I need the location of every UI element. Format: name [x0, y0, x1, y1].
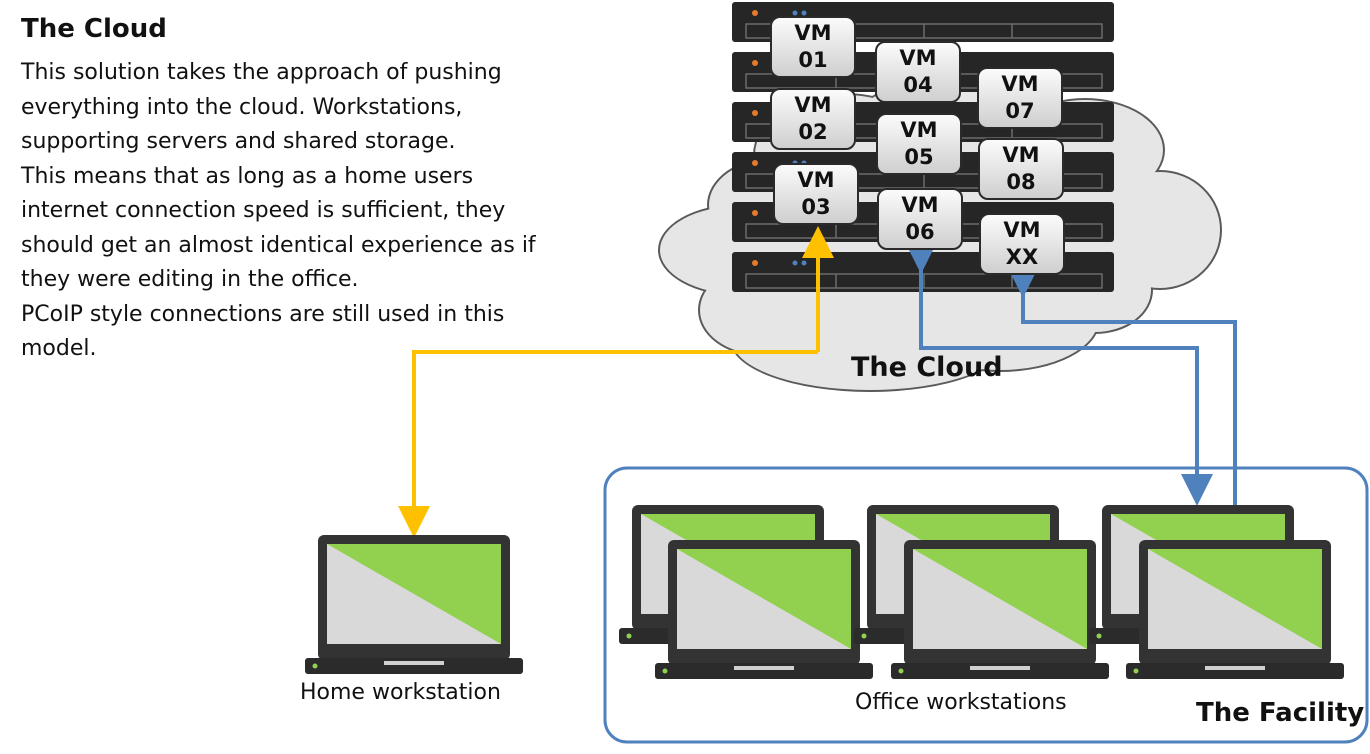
vm-label: VM: [1003, 218, 1041, 242]
description-text: This solution takes the approach of push…: [21, 56, 581, 367]
laptop-trackpad: [1205, 666, 1265, 670]
server-led: [752, 60, 758, 66]
server-led: [752, 110, 758, 116]
server-led: [801, 10, 807, 16]
laptop-base: [655, 663, 873, 679]
server-led: [752, 260, 758, 266]
laptop-base: [1126, 663, 1344, 679]
diagram-title: The Cloud: [21, 14, 167, 44]
vm-box: VM 02: [770, 88, 856, 150]
vm-box: VM 06: [877, 188, 963, 250]
description-line: everything into the cloud. Workstations,: [21, 94, 463, 120]
vm-box: VM 05: [876, 113, 962, 175]
server-led: [792, 260, 798, 266]
office-laptop: [1126, 540, 1344, 679]
description-line: This means that as long as a home users: [21, 163, 474, 189]
vm-label: VM: [900, 118, 938, 142]
vm-number: 05: [904, 145, 934, 169]
description-line: internet connection speed is sufficient,…: [21, 198, 506, 223]
description-line: PCoIP style connections are still used i…: [21, 301, 505, 327]
laptop-screen-green: [327, 544, 501, 644]
vm-label: VM: [794, 93, 832, 117]
server-led: [792, 10, 798, 16]
server-led: [752, 160, 758, 166]
vm-number: 08: [1006, 170, 1036, 194]
vm-label: VM: [794, 21, 832, 45]
office-connection-line: [1007, 266, 1251, 544]
description-line: model.: [21, 336, 97, 361]
office-laptop: [891, 540, 1109, 679]
laptop-power-led: [1133, 668, 1139, 674]
vm-number: 06: [905, 220, 935, 244]
description-line: should get an almost identical experienc…: [21, 232, 536, 258]
description-line: This solution takes the approach of push…: [21, 60, 502, 85]
vm-box: VM 01: [770, 16, 856, 78]
server-led: [801, 260, 807, 266]
laptop-screen-green: [913, 549, 1087, 649]
laptop-power-led: [1096, 633, 1102, 639]
laptop-screen-green: [1148, 549, 1322, 649]
workstations: [305, 505, 1344, 679]
laptop-screen-green: [677, 549, 851, 649]
laptop-trackpad: [734, 666, 794, 670]
laptop-power-led: [662, 668, 668, 674]
facility-box: [603, 466, 1369, 744]
cloud-label: The Cloud: [851, 352, 1003, 383]
vm-label: VM: [901, 193, 939, 217]
vm-number: 02: [798, 120, 828, 144]
vm-box: VM 03: [773, 163, 859, 225]
home-laptop: [305, 535, 523, 674]
vm-box: VM 08: [978, 138, 1064, 200]
home-workstation-label: Home workstation: [300, 680, 501, 705]
vm-label: VM: [899, 46, 937, 70]
vm-number: 07: [1005, 99, 1035, 123]
laptop-power-led: [861, 633, 867, 639]
laptop-power-led: [312, 663, 318, 669]
laptop-base: [891, 663, 1109, 679]
facility-label: The Facility: [1196, 698, 1365, 728]
vm-number: XX: [1005, 245, 1039, 269]
office-workstations-label: Office workstations: [855, 690, 1067, 715]
laptop-trackpad: [384, 661, 444, 665]
home-connection-line: [398, 350, 818, 538]
vm-number: 01: [798, 48, 828, 72]
vm-box: VM XX: [979, 213, 1065, 275]
vm-box: VM 07: [977, 67, 1063, 129]
description-line: supporting servers and shared storage.: [21, 129, 456, 154]
laptop-power-led: [626, 633, 632, 639]
server-led: [752, 210, 758, 216]
office-laptop: [655, 540, 873, 679]
vm-label: VM: [1002, 143, 1040, 167]
vm-label: VM: [1001, 72, 1039, 96]
vm-box: VM 04: [875, 41, 961, 103]
description-line: they were editing in the office.: [21, 267, 359, 292]
server-led: [752, 10, 758, 16]
vm-label: VM: [797, 168, 835, 192]
laptop-base: [305, 658, 523, 674]
laptop-power-led: [898, 668, 904, 674]
vm-number: 04: [903, 73, 933, 97]
vm-number: 03: [801, 195, 831, 219]
laptop-trackpad: [970, 666, 1030, 670]
